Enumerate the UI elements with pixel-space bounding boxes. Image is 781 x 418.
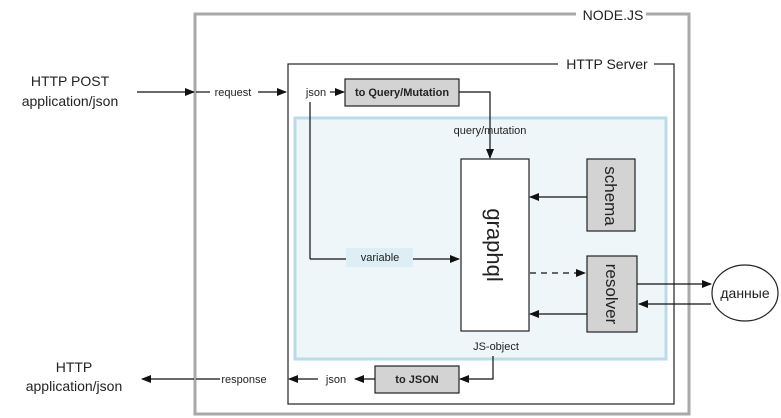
- graphql-label: graphql: [482, 208, 507, 281]
- data-ellipse: [711, 264, 779, 322]
- schema-label: schema: [601, 166, 620, 226]
- http-output-label: HTTP: [56, 359, 93, 375]
- to-query-mutation-label: to Query/Mutation: [355, 87, 449, 99]
- json-in-label: json: [305, 87, 326, 99]
- http-server-container: [287, 63, 675, 405]
- to-query-mutation-box: [344, 78, 460, 107]
- request-label: request: [215, 87, 252, 99]
- resolver-label: resolver: [602, 264, 621, 325]
- nodejs-title: NODE.JS: [583, 7, 644, 23]
- response-label: response: [221, 374, 266, 386]
- to-json-box: [374, 365, 460, 394]
- js-object-arrow: [459, 356, 494, 383]
- data-label: данные: [720, 285, 769, 301]
- resolver-box: [586, 255, 638, 333]
- json-out-label: json: [325, 374, 346, 386]
- schema-box: [586, 158, 636, 232]
- query-mutation-arrow: [459, 91, 494, 159]
- variable-label: variable: [361, 252, 400, 264]
- nodejs-container: [193, 12, 691, 416]
- http-server-title: HTTP Server: [566, 56, 648, 72]
- http-post-label: HTTP POST: [31, 73, 110, 89]
- query-mutation-label: query/mutation: [454, 125, 527, 137]
- graphql-box: [460, 158, 530, 332]
- variable-label-bg: [346, 248, 413, 267]
- http-post-content-type: application/json: [22, 93, 119, 109]
- to-json-label: to JSON: [395, 374, 438, 386]
- http-output-content-type: application/json: [26, 378, 123, 394]
- js-object-label: JS-object: [473, 341, 519, 353]
